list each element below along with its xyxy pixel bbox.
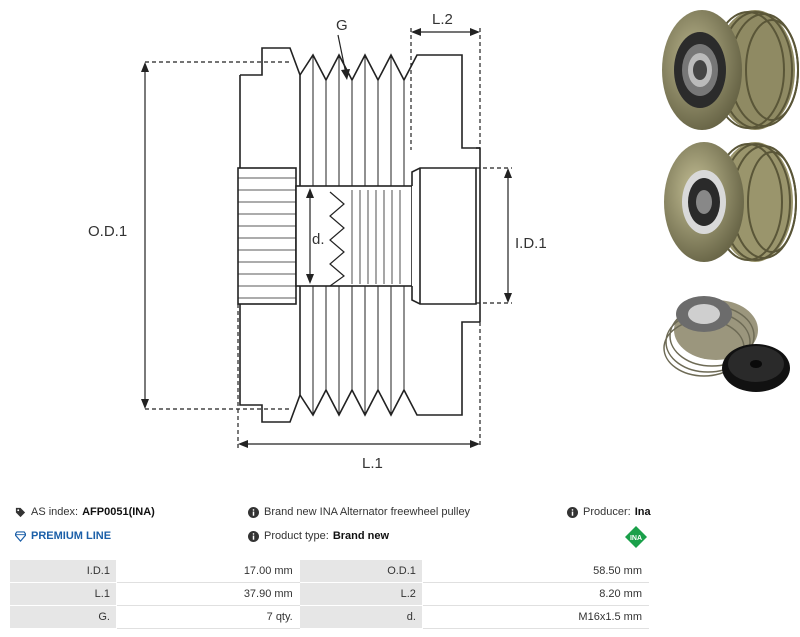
spec-value: 58.50 mm — [421, 559, 650, 583]
premium-line-badge: PREMIUM LINE — [15, 530, 111, 542]
product-photo-front — [662, 10, 799, 130]
spec-key: I.D.1 — [9, 559, 117, 583]
label-groove: G — [336, 17, 348, 34]
producer-label: Producer: — [583, 506, 631, 518]
tags-icon — [15, 507, 26, 517]
label-l1: L.1 — [362, 455, 383, 472]
spec-key: L.2 — [298, 582, 423, 606]
table-row: I.D.1 17.00 mm O.D.1 58.50 mm — [9, 559, 650, 583]
product-type-label: Product type: — [264, 530, 329, 542]
spec-key: O.D.1 — [298, 559, 423, 583]
spec-key: L.1 — [9, 582, 117, 606]
as-index: AS index: AFP0051(INA) — [15, 506, 155, 518]
spec-value: 8.20 mm — [421, 582, 650, 606]
bearing-body — [411, 167, 477, 305]
table-row: L.1 37.90 mm L.2 8.20 mm — [9, 582, 650, 606]
label-od1: O.D.1 — [88, 223, 127, 240]
info-icon — [567, 506, 578, 518]
ina-logo: INA — [625, 526, 647, 548]
spec-key: G. — [9, 605, 117, 629]
spec-value: 17.00 mm — [115, 559, 300, 583]
spec-value: 7 qty. — [115, 605, 300, 629]
product-photo-rear — [664, 142, 797, 262]
technical-drawing: G L.2 O.D.1 d. I.D.1 L.1 — [88, 11, 547, 472]
spec-value: M16x1.5 mm — [421, 605, 650, 629]
product-description: Brand new INA Alternator freewheel pulle… — [248, 506, 470, 518]
info-icon — [248, 530, 259, 542]
threaded-bore — [295, 185, 413, 287]
table-row: G. 7 qty. d. M16x1.5 mm — [9, 605, 650, 629]
spline-hub — [237, 167, 297, 305]
product-type-value: Brand new — [332, 530, 390, 542]
label-id1: I.D.1 — [515, 235, 547, 252]
product-type: Product type: Brand new — [248, 530, 389, 542]
spec-key: d. — [298, 605, 423, 629]
description-text: Brand new INA Alternator freewheel pulle… — [264, 506, 471, 518]
label-l2: L.2 — [432, 11, 453, 28]
pulley-grooves-bottom — [299, 321, 480, 417]
pulley-grooves-top — [299, 53, 480, 149]
producer: Producer: Ina — [567, 506, 651, 518]
as-index-value: AFP0051(INA) — [82, 506, 155, 518]
spec-table: I.D.1 17.00 mm O.D.1 58.50 mm L.1 37.90 … — [9, 559, 650, 629]
premium-line-text: PREMIUM LINE — [31, 530, 112, 542]
diamond-icon — [15, 530, 26, 542]
thread-profile — [329, 191, 345, 287]
product-photo-with-cap — [663, 296, 790, 392]
spec-value: 37.90 mm — [115, 582, 300, 606]
producer-value: Ina — [634, 506, 651, 518]
ina-logo-text: INA — [630, 535, 642, 542]
label-d: d. — [312, 231, 325, 248]
as-index-label: AS index: — [31, 506, 79, 518]
info-icon — [248, 506, 259, 518]
